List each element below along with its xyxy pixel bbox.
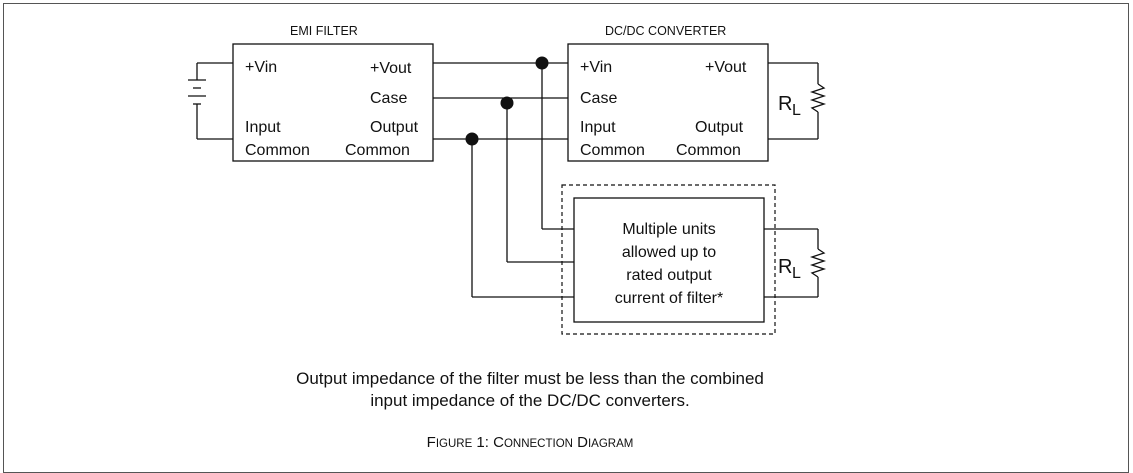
junction-dots — [465, 56, 549, 146]
load-bottom-sub: L — [792, 265, 801, 282]
multi-line-1: Multiple units — [622, 221, 715, 238]
load-resistor-bottom: R L — [764, 228, 827, 298]
converter-output-common-label: Common — [676, 142, 741, 159]
multi-line-3: rated output — [626, 267, 712, 284]
load-top-r: R — [778, 93, 792, 115]
load-bottom-r: R — [778, 256, 792, 278]
emi-input-common-label: Common — [245, 142, 310, 159]
converter-case-label: Case — [580, 90, 617, 107]
converter-vout-label: +Vout — [705, 59, 747, 76]
emi-filter-title: EMI FILTER — [290, 24, 358, 38]
converter-output-label: Output — [695, 119, 744, 136]
converter-input-common-label: Common — [580, 142, 645, 159]
emi-vin-label: +Vin — [245, 59, 277, 76]
figure-caption: FIGURE 1: CONNECTION DIAGRAM — [427, 434, 634, 451]
dcdc-converter-block: DC/DC CONVERTER +Vin +Vout Case Input Co… — [567, 24, 769, 162]
battery-icon — [188, 62, 233, 140]
emi-output-common-label: Common — [345, 142, 410, 159]
multi-line-2: allowed up to — [622, 244, 716, 261]
note-line-2: input impedance of the DC/DC converters. — [370, 391, 689, 410]
emi-case-label: Case — [370, 90, 407, 107]
multiple-units-block: Multiple units allowed up to rated outpu… — [561, 184, 776, 335]
load-top-sub: L — [792, 102, 801, 119]
multi-line-4: current of filter* — [615, 290, 723, 307]
converter-vin-label: +Vin — [580, 59, 612, 76]
diagram-frame — [3, 3, 1129, 473]
load-resistor-top: R L — [768, 62, 827, 140]
converter-title: DC/DC CONVERTER — [605, 24, 726, 38]
emi-filter-block: EMI FILTER +Vin +Vout Case Input Common … — [232, 24, 434, 162]
converter-input-label: Input — [580, 119, 616, 136]
emi-input-label: Input — [245, 119, 281, 136]
note-line-1: Output impedance of the filter must be l… — [296, 369, 764, 388]
emi-output-label: Output — [370, 119, 419, 136]
emi-vout-label: +Vout — [370, 60, 412, 77]
